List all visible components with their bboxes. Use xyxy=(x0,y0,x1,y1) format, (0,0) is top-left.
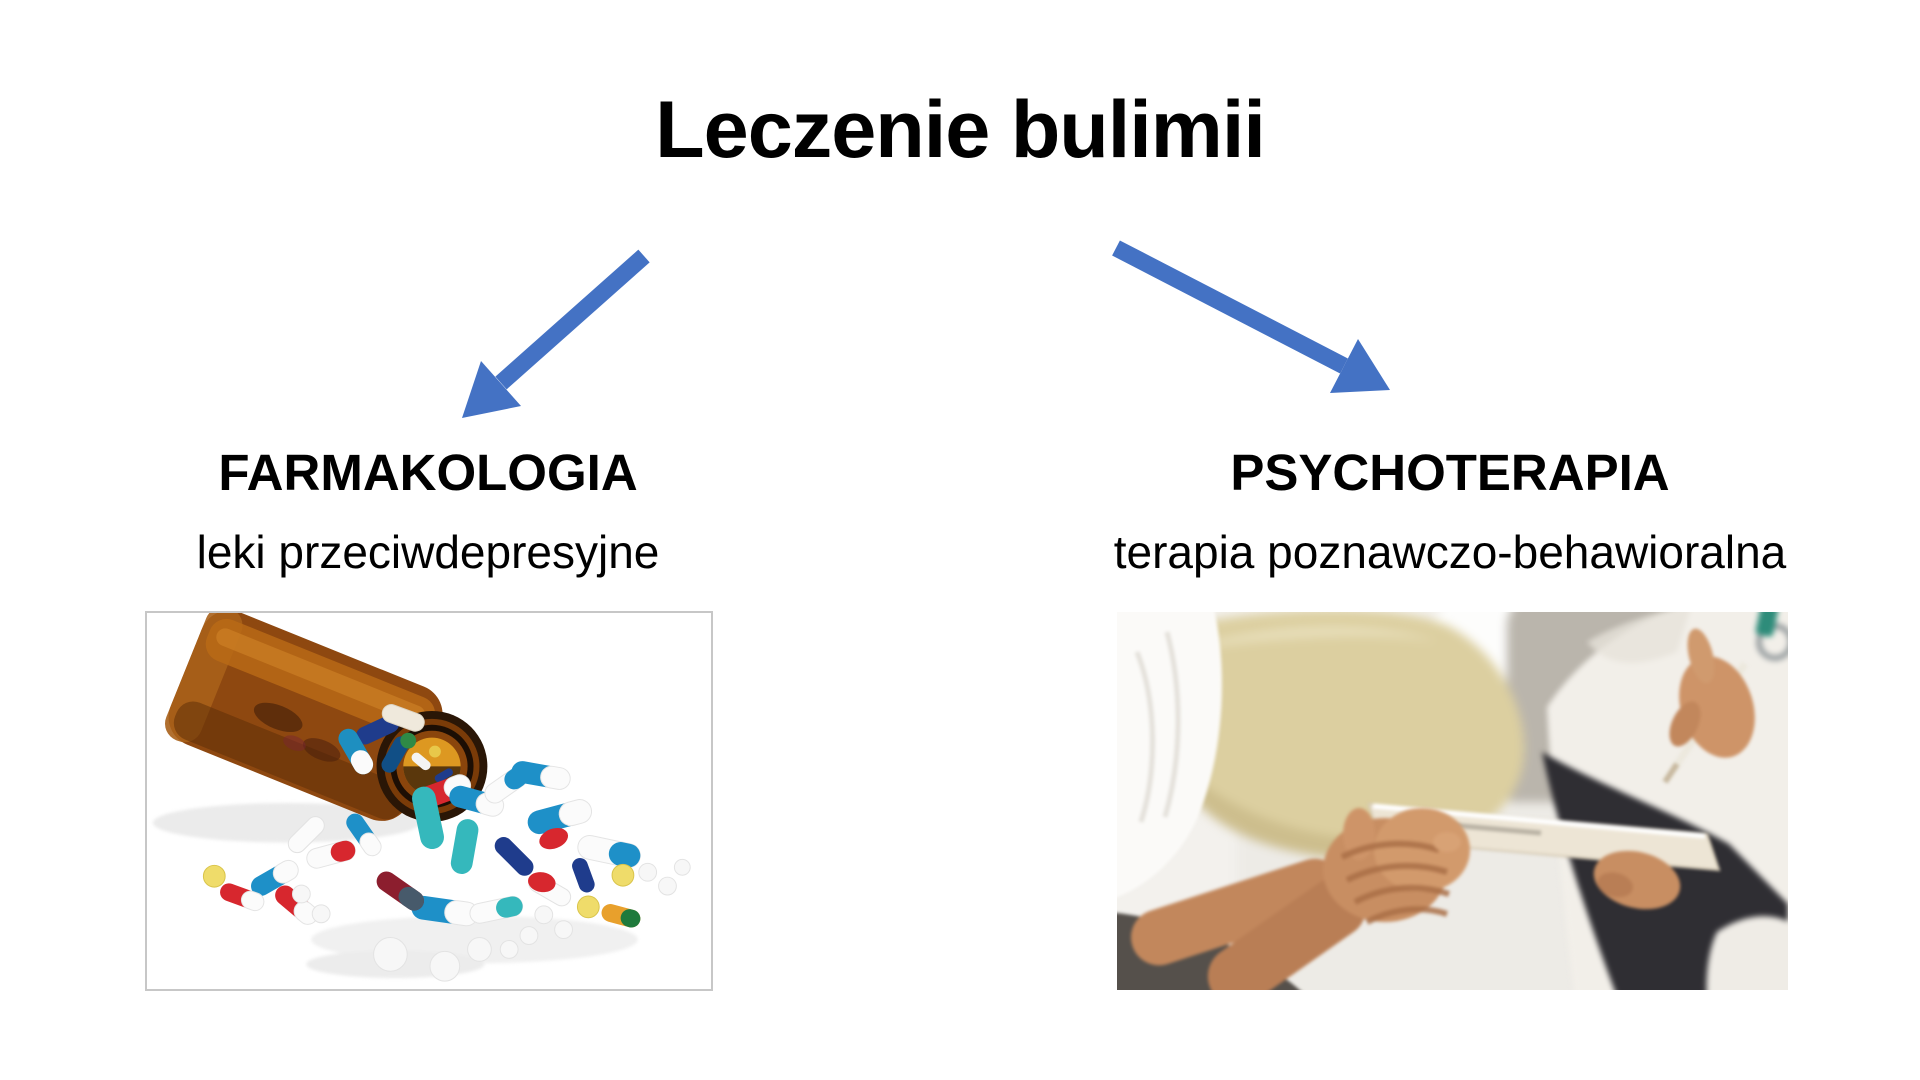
pillow xyxy=(1151,612,1525,859)
clinician-hand-pen xyxy=(1662,628,1755,784)
patient-sleeve xyxy=(1117,612,1222,897)
arrow-down-right-icon xyxy=(1112,240,1390,393)
left-branch-heading: FARMAKOLOGIA xyxy=(218,444,638,501)
right-branch-textblock: PSYCHOTERAPIA terapia poznawczo-behawior… xyxy=(1105,444,1795,579)
clinician-hand-clipboard xyxy=(1593,850,1681,910)
clinician xyxy=(1542,612,1788,990)
right-branch-subtitle: terapia poznawczo-behawioralna xyxy=(1113,526,1787,579)
patient xyxy=(1117,612,1470,990)
left-branch-textblock: FARMAKOLOGIA leki przeciwdepresyjne xyxy=(128,444,728,579)
slide-title: Leczenie bulimii xyxy=(655,85,1266,175)
psychotherapy-photo xyxy=(1117,612,1788,990)
pill-scatter xyxy=(202,704,691,982)
clipboard-group xyxy=(1367,628,1755,910)
therapy-session-illustration xyxy=(1117,612,1788,990)
patient-hands xyxy=(1131,808,1470,990)
right-branch-heading: PSYCHOTERAPIA xyxy=(1230,444,1670,501)
pill-bottle-illustration xyxy=(147,613,711,989)
arrow-down-left-icon xyxy=(462,249,650,418)
pharmacology-photo xyxy=(145,611,713,991)
stethoscope xyxy=(1756,623,1788,661)
left-branch-subtitle: leki przeciwdepresyjne xyxy=(196,526,660,579)
